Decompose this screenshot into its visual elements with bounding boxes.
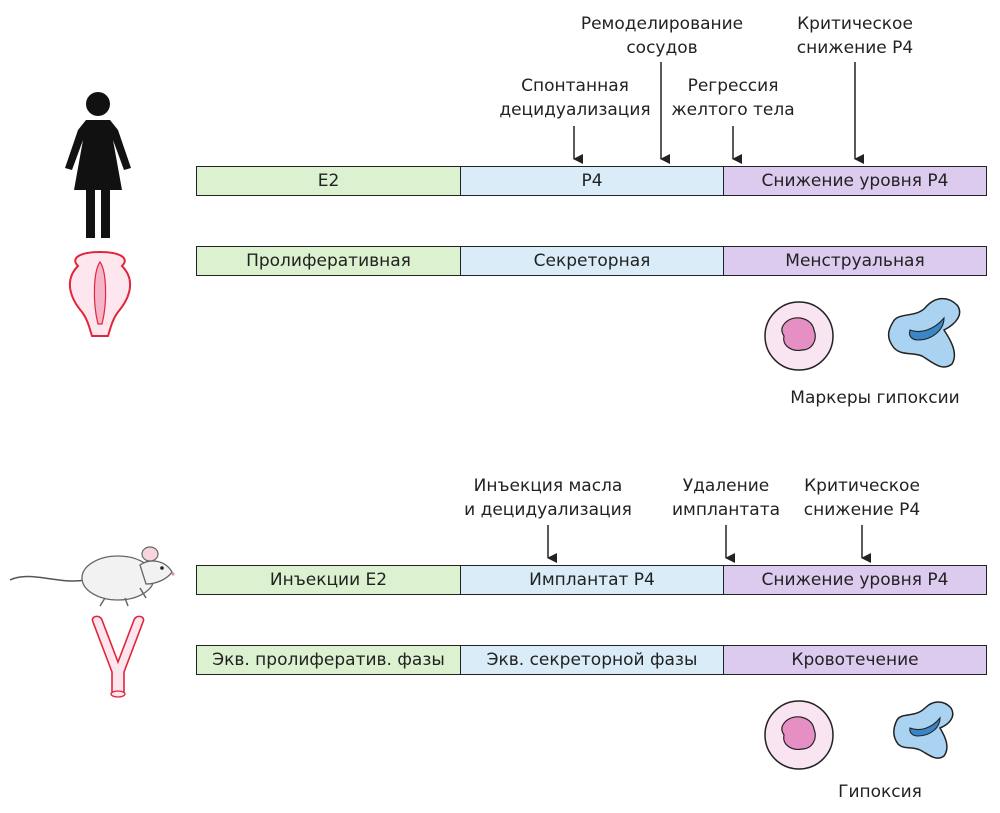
segment-proliferative: Пролиферативная [197, 247, 461, 275]
segment-secretory: Секреторная [461, 247, 724, 275]
segment-secretory-equivalent: Экв. секреторной фазы [461, 646, 724, 674]
segment-menstrual: Менструальная [724, 247, 986, 275]
mouse-icon [9, 546, 175, 607]
segment-proliferative-equivalent: Экв. пролифератив. фазы [197, 646, 461, 674]
mouse-uterus-icon [91, 615, 145, 698]
hypoxia-markers-caption: Маркеры гипоксии [790, 388, 960, 408]
neutrophil-cell-mouse [764, 700, 834, 770]
segment-bleeding: Кровотечение [724, 646, 986, 674]
segment-p4-decline-mouse: Снижение уровня P4 [724, 566, 986, 594]
uterus-icon [68, 250, 132, 337]
segment-p4-decline: Снижение уровня P4 [724, 167, 986, 195]
neutrophil-cell-human [764, 301, 834, 371]
macrophage-cell-human [887, 297, 961, 368]
hypoxia-caption: Гипоксия [838, 782, 922, 802]
segment-e2-injections: Инъекции E2 [197, 566, 461, 594]
human-hormone-bar: E2 P4 Снижение уровня P4 [196, 166, 987, 196]
woman-icon [65, 92, 131, 238]
segment-e2: E2 [197, 167, 461, 195]
macrophage-cell-mouse [893, 701, 954, 759]
human-phase-bar: Пролиферативная Секреторная Менструальна… [196, 246, 987, 276]
segment-p4-implant: Имплантат P4 [461, 566, 724, 594]
segment-p4: P4 [461, 167, 724, 195]
mouse-hormone-bar: Инъекции E2 Имплантат P4 Снижение уровня… [196, 565, 987, 595]
mouse-phase-bar: Экв. пролифератив. фазы Экв. секреторной… [196, 645, 987, 675]
